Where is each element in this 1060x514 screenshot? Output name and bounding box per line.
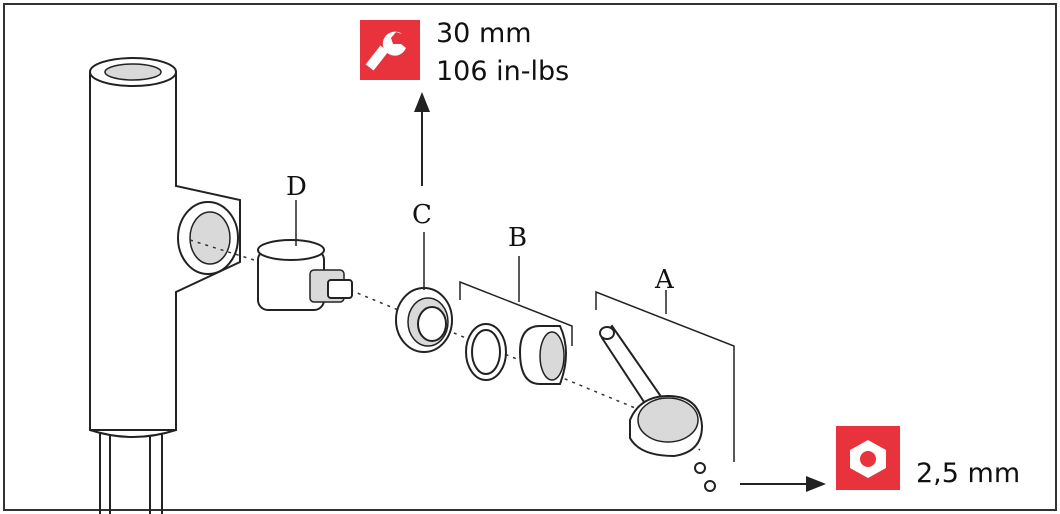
part-b-ring-and-sleeve	[465, 323, 567, 385]
part-a-handle	[599, 324, 716, 492]
part-d-cartridge	[257, 239, 353, 311]
callout-label-d: D	[286, 172, 307, 202]
hex-key-size: 2,5 mm	[916, 458, 1020, 489]
arrow-right-head	[806, 476, 826, 492]
torque-mm: 30 mm	[436, 18, 532, 49]
callout-label-c: C	[412, 200, 432, 230]
bracket-b	[459, 280, 573, 346]
part-c-nut	[395, 287, 453, 353]
callout-label-a: A	[654, 265, 675, 295]
callout-label-b: B	[508, 223, 527, 253]
faucet-body	[89, 57, 241, 514]
arrow-up-head	[414, 92, 430, 112]
wrench-icon	[360, 20, 420, 80]
hex-nut-icon	[836, 426, 900, 490]
torque-inlbs: 106 in-lbs	[436, 56, 569, 87]
diagram-frame	[3, 3, 1057, 511]
bracket-a	[595, 290, 735, 462]
